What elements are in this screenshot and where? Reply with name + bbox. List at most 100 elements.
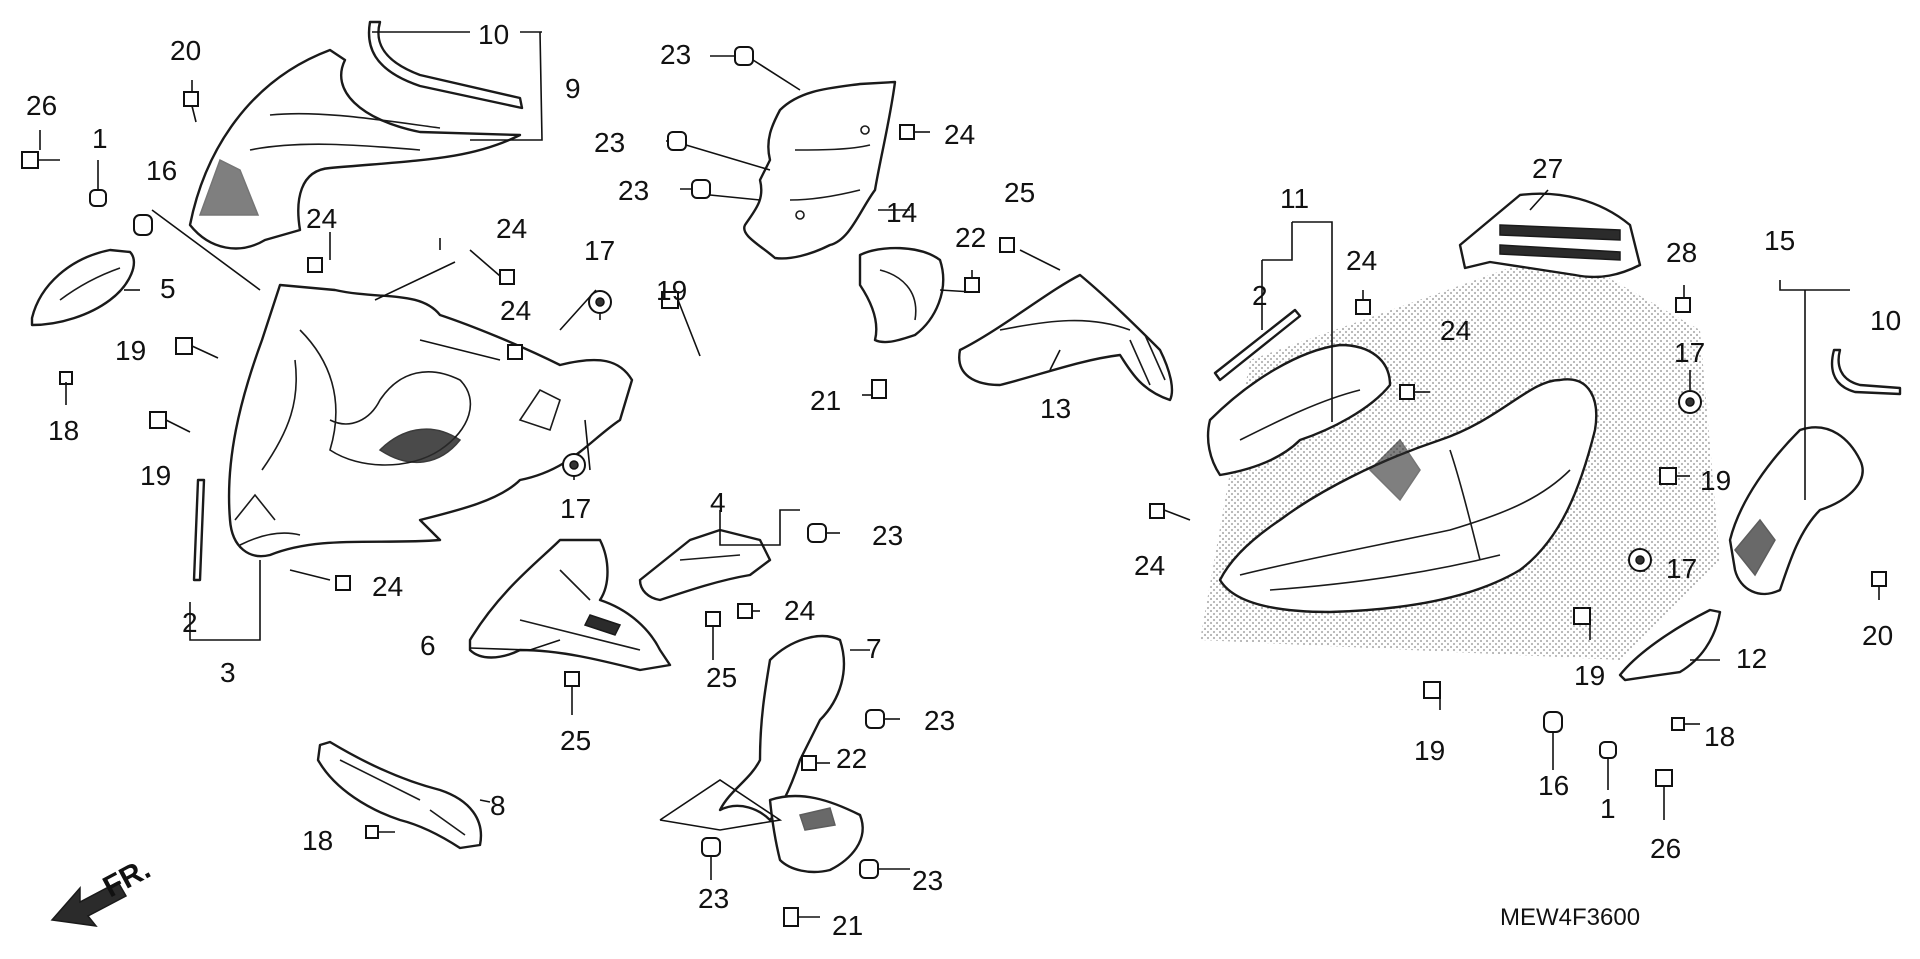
- callout-18: 18: [1704, 721, 1735, 752]
- bolt-19-a: [175, 337, 219, 359]
- callout-23: 23: [618, 175, 649, 206]
- grommet-16-right: [1543, 711, 1563, 733]
- callout-1: 1: [1600, 793, 1616, 824]
- clip-23-a: [734, 46, 754, 66]
- bolt-26-left: [21, 151, 60, 169]
- front-direction-marker: FR.: [50, 852, 156, 927]
- callout-3: 3: [220, 657, 236, 688]
- callout-24: 24: [1134, 550, 1165, 581]
- callout-24: 24: [496, 213, 527, 244]
- trim-strip-10: [367, 20, 524, 110]
- clip-23-b: [667, 131, 687, 151]
- rivet-21-b: [783, 907, 799, 927]
- callout-16: 16: [146, 155, 177, 186]
- bolt-20-left: [183, 91, 199, 123]
- clip-24-b: [499, 269, 515, 285]
- callout-26: 26: [1650, 833, 1681, 864]
- front-arrow-icon: [50, 880, 128, 927]
- callout-13: 13: [1040, 393, 1071, 424]
- callout-18: 18: [48, 415, 79, 446]
- bolt-19-f: [1423, 681, 1441, 699]
- callout-25: 25: [706, 662, 737, 693]
- callout-8: 8: [490, 790, 506, 821]
- callout-16: 16: [1538, 770, 1569, 801]
- bolt-19-b: [149, 411, 191, 433]
- callout-23: 23: [660, 39, 691, 70]
- diagram-code: MEW4F3600: [1500, 904, 1640, 931]
- callout-7: 7: [866, 633, 882, 664]
- callout-2: 2: [182, 607, 198, 638]
- clip-24-a: [307, 257, 323, 273]
- trim-strip-2-right: [1213, 308, 1302, 382]
- callout-6: 6: [420, 630, 436, 661]
- clip-24-i: [1149, 503, 1165, 519]
- callout-2: 2: [1252, 280, 1268, 311]
- callout-22: 22: [955, 222, 986, 253]
- callout-10: 10: [1870, 305, 1901, 336]
- inner-panel-14: [743, 80, 897, 260]
- callout-23: 23: [912, 865, 943, 896]
- callout-17: 17: [560, 493, 591, 524]
- clip-24-e: [899, 124, 915, 140]
- callout-23: 23: [698, 883, 729, 914]
- inner-panel-13: [958, 273, 1174, 402]
- callout-15: 15: [1764, 225, 1795, 256]
- collar-1-right: [1599, 741, 1617, 759]
- callout-19: 19: [115, 335, 146, 366]
- clip-24-d: [335, 575, 351, 591]
- bracket-8: [316, 740, 483, 850]
- screw-22-b: [801, 755, 817, 771]
- bolt-19-d: [1659, 467, 1677, 485]
- clip-23-e: [865, 709, 885, 729]
- nut-17-a: [588, 290, 612, 314]
- callout-24: 24: [306, 203, 337, 234]
- bolt-25-c: [564, 671, 580, 687]
- callout-20: 20: [1862, 620, 1893, 651]
- callout-19: 19: [140, 460, 171, 491]
- screw-18-c: [1671, 717, 1685, 731]
- rivet-21-a: [871, 379, 887, 399]
- clip-23-f: [701, 837, 721, 857]
- callout-24: 24: [1346, 245, 1377, 276]
- callout-18: 18: [302, 825, 333, 856]
- nut-17-b: [562, 453, 586, 477]
- callout-12: 12: [1736, 643, 1767, 674]
- bolt-28: [1675, 297, 1691, 313]
- nut-17-c: [1678, 390, 1702, 414]
- callout-24: 24: [1440, 315, 1471, 346]
- callout-11: 11: [1280, 183, 1309, 214]
- callout-19: 19: [1700, 465, 1731, 496]
- callout-19: 19: [656, 275, 687, 306]
- screw-22-a: [964, 277, 980, 293]
- clip-24-f: [737, 603, 753, 619]
- callout-24: 24: [944, 119, 975, 150]
- callout-19: 19: [1574, 660, 1605, 691]
- callout-17: 17: [1674, 337, 1705, 368]
- inner-bracket-13a: [858, 246, 945, 344]
- callout-20: 20: [170, 35, 201, 66]
- callout-24: 24: [784, 595, 815, 626]
- callout-23: 23: [924, 705, 955, 736]
- callout-5: 5: [160, 273, 176, 304]
- screw-18-b: [365, 825, 379, 839]
- bolt-20-right: [1871, 571, 1887, 587]
- leader-lines: [39, 31, 1880, 918]
- callout-17: 17: [1666, 553, 1697, 584]
- callout-17: 17: [584, 235, 615, 266]
- callout-23: 23: [872, 520, 903, 551]
- inner-panel-6: [468, 538, 672, 672]
- callout-23: 23: [594, 127, 625, 158]
- bolt-25-b: [705, 611, 721, 627]
- callout-25: 25: [560, 725, 591, 756]
- bolt-25-a: [999, 237, 1015, 253]
- callout-1: 1: [92, 123, 108, 154]
- clip-23-g: [859, 859, 879, 879]
- grommet-16-left: [133, 214, 153, 236]
- bracket-4: [638, 528, 772, 602]
- clip-24-g: [1355, 299, 1371, 315]
- callout-27: 27: [1532, 153, 1563, 184]
- callout-26: 26: [26, 90, 57, 121]
- callout-9: 9: [565, 73, 581, 104]
- side-panel-5: [30, 248, 136, 327]
